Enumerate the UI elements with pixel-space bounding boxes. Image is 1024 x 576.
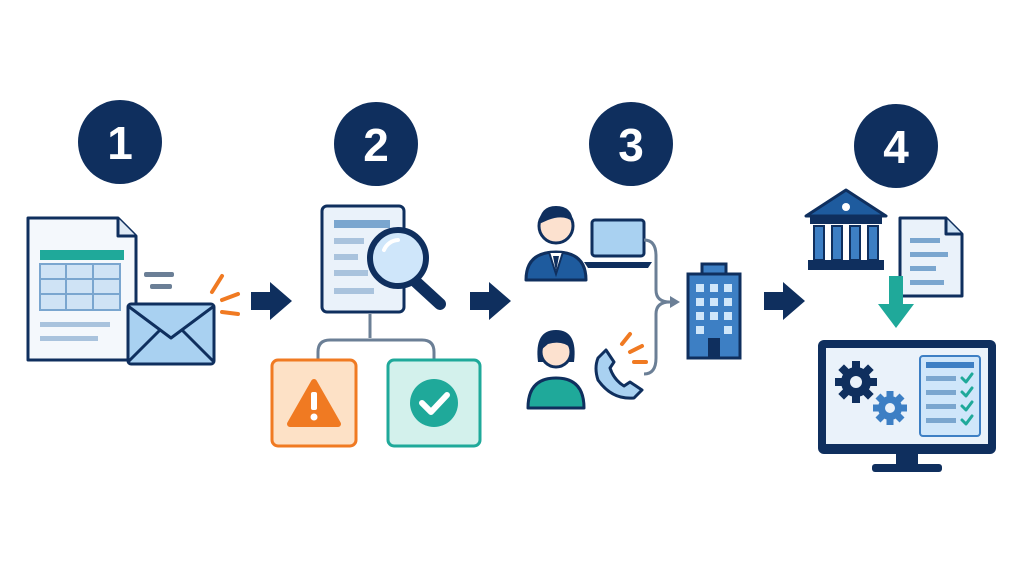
warning-icon — [270, 358, 358, 448]
step-badge-3: 3 — [589, 102, 673, 186]
envelope-icon — [126, 274, 240, 366]
document-icon — [898, 216, 964, 298]
step-number-4: 4 — [883, 121, 909, 173]
businessman-icon — [524, 206, 588, 282]
branch-connector — [316, 314, 436, 360]
checkmark-icon — [386, 358, 482, 448]
phone-icon — [594, 332, 648, 400]
spreadsheet-document-icon — [26, 216, 174, 362]
monitor-gears-icon — [818, 340, 996, 472]
document-search-icon — [320, 204, 446, 314]
download-arrow-icon — [878, 276, 914, 328]
laptop-icon — [584, 218, 652, 268]
flow-arrow-2 — [470, 282, 511, 320]
merge-connector — [643, 238, 680, 376]
step-number-3: 3 — [618, 119, 644, 171]
flow-arrow-3 — [764, 282, 805, 320]
flow-arrow-1 — [251, 282, 292, 320]
step-number-1: 1 — [107, 117, 133, 169]
step-badge-4: 4 — [854, 104, 938, 188]
bank-icon — [804, 188, 888, 270]
step-number-2: 2 — [363, 119, 389, 171]
step-badge-2: 2 — [334, 102, 418, 186]
step-badge-1: 1 — [78, 100, 162, 184]
woman-icon — [526, 330, 586, 410]
office-building-icon — [686, 262, 742, 360]
